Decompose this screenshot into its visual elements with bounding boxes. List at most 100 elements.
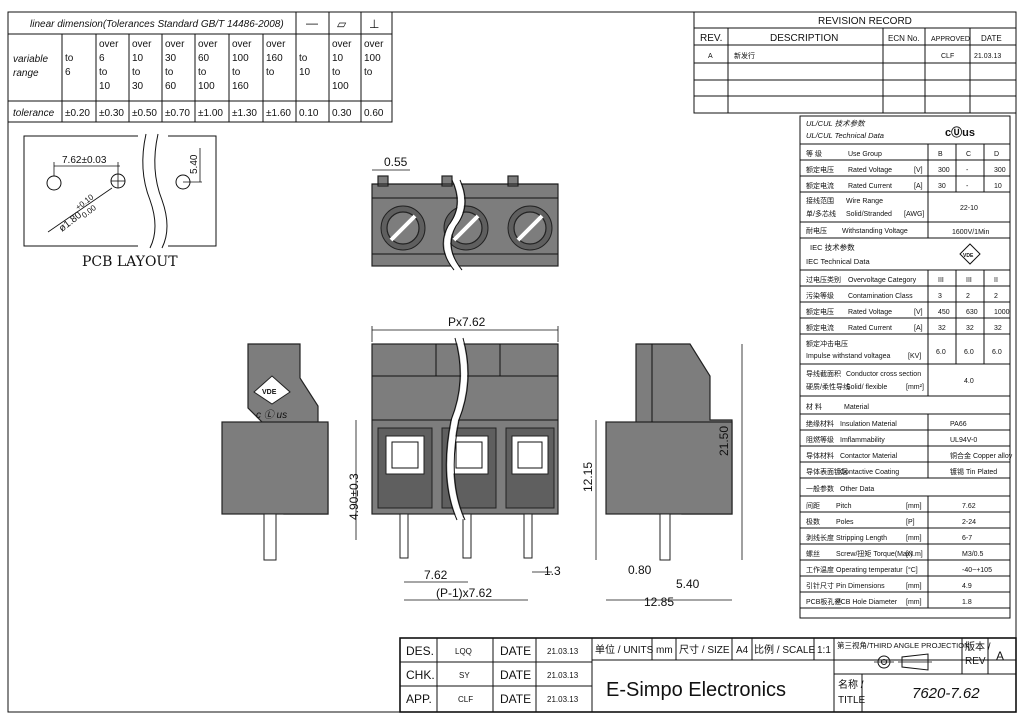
revision-title: REVISION RECORD: [818, 16, 912, 27]
size-value: A4: [736, 645, 749, 656]
title-label-en: TITLE: [838, 695, 866, 706]
spec-other-cn-2: 剥线长度: [806, 533, 834, 542]
spec-mat-cn-0: 绝缘材料: [806, 419, 834, 428]
pcb-layout-view: 7.62±0.03 5.40 ø1.80 +0.10 0.00 PCB LAYO…: [23, 128, 217, 270]
sym-parallel: ▱: [337, 17, 347, 31]
rev-a-approved: CLF: [941, 53, 954, 60]
tolerance-value-4: ±1.00: [198, 108, 223, 119]
spec-mat-cn-2: 导体材料: [806, 451, 834, 460]
spec-mat-cn-1: 阻燃等级: [806, 435, 834, 444]
spec-ul-unit-2: [A]: [914, 183, 923, 190]
size-label: 尺寸 / SIZE: [679, 643, 730, 656]
spec-ul-unit-1: [V]: [914, 167, 923, 174]
withstand-en: Withstanding Voltage: [842, 228, 908, 235]
dim-1285: 12.85: [644, 595, 674, 609]
dim-pitch-p: Px7.62: [448, 315, 486, 329]
tolerance-value-9: 0.60: [364, 108, 384, 119]
spec-ul-en-2: Rated Current: [848, 183, 892, 190]
title-label-cn: 名称 /: [838, 678, 864, 691]
spec-other-val-1: 2-24: [962, 519, 976, 526]
date-label-1: DATE: [500, 644, 531, 658]
spec-other-en-2: Stripping Length: [836, 535, 887, 542]
spec-iec-en-1: Contamination Class: [848, 293, 913, 300]
cross-unit: [mm²]: [906, 384, 924, 391]
spec-mat-en-0: Insulation Material: [840, 421, 897, 428]
pcb-caption: PCB LAYOUT: [82, 254, 178, 270]
spec-ul-cn-0: 等 级: [806, 149, 822, 158]
spec-iec-unit-3: [A]: [914, 325, 923, 332]
impulse-unit: [KV]: [908, 353, 921, 360]
title-block: DES. LQQ CHK. SY APP. CLF DATE DATE DATE…: [399, 637, 1017, 713]
ul-logo-icon: cⓊus: [945, 125, 975, 139]
units-label: 单位 / UNITS: [595, 643, 654, 656]
material-en: Material: [844, 404, 869, 411]
dim-080: 0.80: [628, 563, 652, 577]
spec-other-en-6: PCB Hole Diameter: [836, 599, 898, 606]
spec-other-en-1: Poles: [836, 519, 854, 526]
vde-badge: VDE: [253, 375, 291, 405]
spec-ul-val-0-0: B: [938, 151, 943, 158]
drawing-title: 7620-7.62: [912, 685, 980, 702]
spec-iec-en-3: Rated Current: [848, 325, 892, 332]
tolerance-value-5: ±1.30: [232, 108, 257, 119]
impulse-cn: 额定冲击电压: [806, 339, 848, 348]
spec-iec-cn-3: 额定电流: [806, 323, 834, 332]
projection-symbol-icon: [874, 653, 932, 671]
dim-13: 1.3: [544, 564, 561, 578]
tolerance-value-7: 0.10: [299, 108, 319, 119]
spec-other-val-2: 6-7: [962, 535, 972, 542]
tolerance-value-2: ±0.50: [132, 108, 157, 119]
spec-iec-en-0: Overvoltage Category: [848, 277, 917, 284]
des-value: LQQ: [455, 647, 472, 656]
date-header: DATE: [981, 34, 1002, 43]
wire-val: 22-10: [960, 205, 978, 212]
spec-other-en-0: Pitch: [836, 503, 852, 510]
iec-header-cn: IEC 技术参数: [810, 242, 855, 252]
pcb-offset: 5.40: [189, 154, 200, 174]
scale-label: 比例 / SCALE: [754, 643, 815, 656]
spec-ul-val-0-1: C: [966, 151, 971, 158]
material-cn: 材 料: [806, 402, 822, 411]
spec-ul-cn-2: 额定电流: [806, 181, 834, 190]
spec-iec-cn-0: 过电压类别: [806, 275, 841, 284]
dim-p1: (P-1)x7.62: [436, 586, 492, 600]
rev-header: REV.: [700, 33, 722, 44]
spec-ul-val-1-0: 300: [938, 167, 950, 174]
right-side-view: 21.50 12.15 0.80 5.40 12.85: [581, 343, 743, 609]
front-view: Px7.62 4.90±0.3 7.62 1.3 (P-1)x7.62: [347, 315, 561, 601]
revision-record: REVISION RECORD REV. DESCRIPTION ECN No.…: [693, 11, 1017, 114]
projection-label: 第三视角/THIRD ANGLE PROJECTION: [837, 640, 970, 650]
cross-val: 4.0: [964, 378, 974, 385]
dim-055: 0.55: [384, 155, 408, 169]
spec-mat-val-2: 铜合金 Copper alloy: [950, 451, 1013, 460]
spec-iec-en-2: Rated Voltage: [848, 309, 892, 316]
spec-other-unit-0: [mm]: [906, 503, 922, 510]
pcb-pitch: 7.62±0.03: [62, 155, 107, 166]
spec-mat-val-0: PA66: [950, 421, 967, 428]
spec-other-unit-3: [N.m]: [906, 551, 923, 558]
scale-value: 1:1: [817, 645, 831, 656]
date-value-2: 21.03.13: [547, 671, 579, 680]
spec-iec-val-0-1: III: [966, 277, 972, 284]
company-name: E-Simpo Electronics: [606, 679, 786, 701]
app-value: CLF: [458, 695, 473, 704]
spec-other-val-3: M3/0.5: [962, 551, 984, 558]
tolerance-value-3: ±0.70: [165, 108, 190, 119]
top-view: 0.55: [371, 155, 559, 272]
svg-text:VDE: VDE: [262, 389, 277, 396]
solid-cn: 单/多芯线: [806, 209, 836, 218]
withstand-val: 1600V/1Min: [952, 229, 989, 236]
date-value-3: 21.03.13: [547, 695, 579, 704]
des-label: DES.: [406, 644, 434, 658]
impulse-en: Impulse withstand voltagea: [806, 353, 891, 360]
impulse-val-2: 6.0: [992, 349, 1002, 356]
tolerance-value-0: ±0.20: [65, 108, 90, 119]
cross2-en: Solid/ flexible: [846, 384, 887, 391]
rev-a-desc: 新发行: [734, 51, 755, 60]
